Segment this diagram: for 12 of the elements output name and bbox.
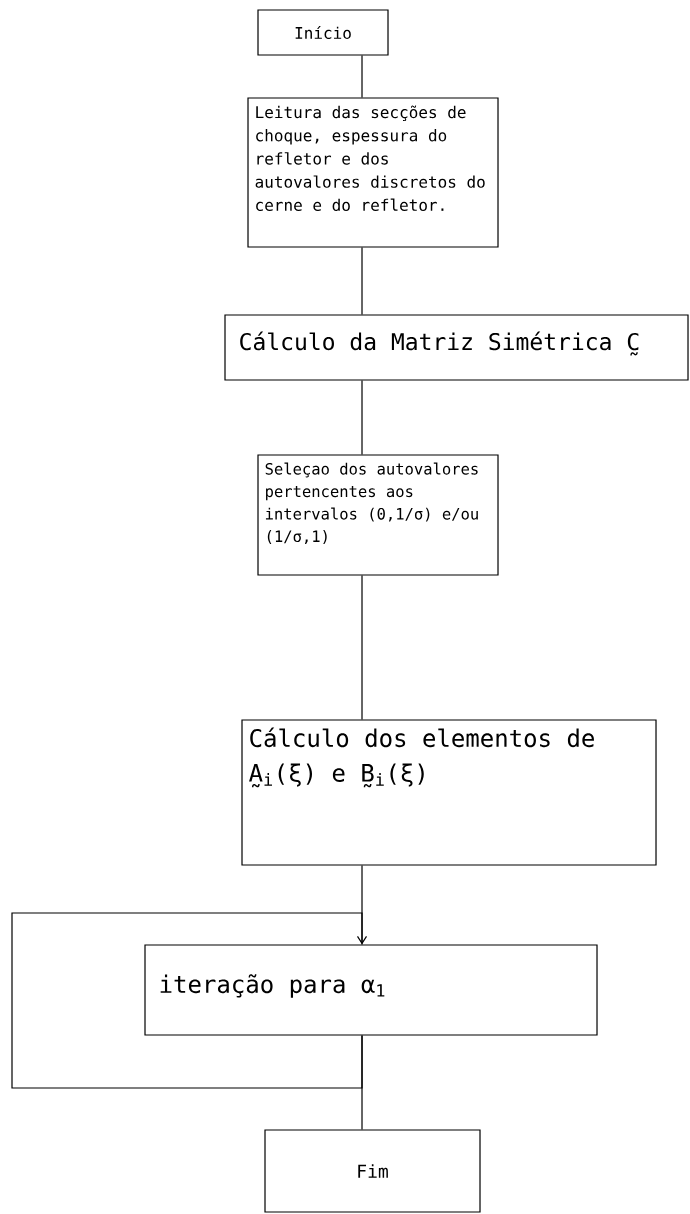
connector xyxy=(361,380,363,455)
connector xyxy=(11,912,368,1089)
process-box: iteração para α$_{1}$ xyxy=(144,944,598,1036)
process-box: Cálculo da Matriz Simétrica C̰ xyxy=(224,314,689,381)
connector xyxy=(361,575,363,720)
process-box: Início xyxy=(257,9,389,56)
connector xyxy=(361,247,363,315)
process-box: Fim xyxy=(264,1129,481,1213)
connector xyxy=(361,55,363,98)
process-box: Leitura das secções de choque, espessura do refletor e dos autovalores discretos do cerne e do refletor. xyxy=(247,97,499,248)
process-box: Cálculo dos elementos de A̰$_{i}$(ξ) e B̰$_{i}$(ξ) xyxy=(241,719,657,866)
process-box: Seleçao dos autovalores pertencentes aos intervalos (0,1/σ) e/ou (1/σ,1) xyxy=(257,454,499,576)
